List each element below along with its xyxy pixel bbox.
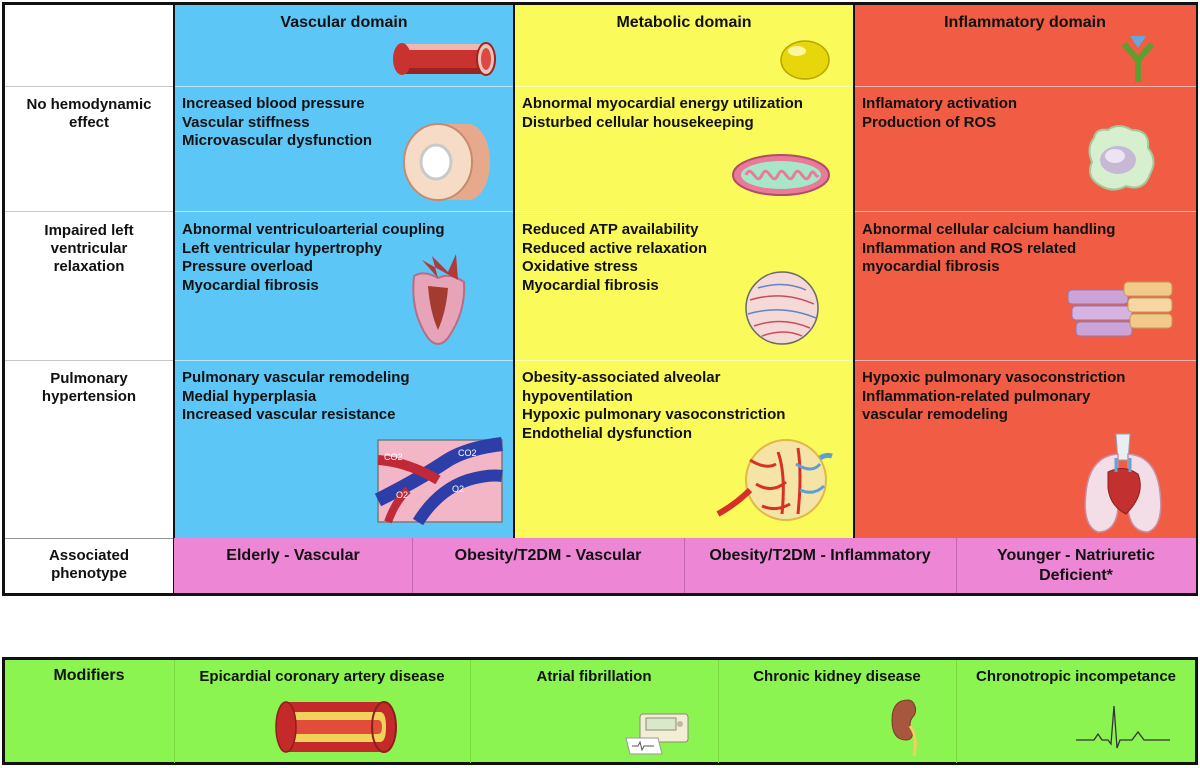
- cell-metabolic-impaired-relaxation: Reduced ATP availability Reduced active …: [522, 221, 708, 294]
- phenotype-divider: [684, 538, 685, 593]
- co2-label-right: CO2: [458, 448, 477, 458]
- modifier-divider: [718, 660, 719, 763]
- cell-vascular-no-hemodynamic: Increased blood pressure Vascular stiffn…: [182, 95, 373, 149]
- lipid-droplet-icon: [780, 40, 830, 80]
- row-divider: [174, 360, 1196, 361]
- modifier-chronotropic-incompetance: Chronotropic incompetance: [975, 668, 1177, 685]
- phenotype-younger-natriuretic: Younger - Natriuretic Deficient*: [997, 547, 1155, 584]
- modifiers-title: Modifiers: [53, 667, 125, 684]
- row-label-associated-phenotype: Associated phenotype: [48, 547, 130, 582]
- row-divider: [5, 86, 174, 87]
- ecg-machine-icon: [625, 713, 689, 755]
- phenotype-divider: [956, 538, 957, 593]
- phenotype-bar: [174, 538, 1196, 593]
- heart-ventricle-icon: [412, 254, 466, 345]
- cell-inflammatory-impaired-relaxation: Abnormal cellular calcium handling Infla…: [862, 221, 1116, 275]
- cell-inflammatory-pulmonary-hypertension: Hypoxic pulmonary vasoconstriction Infla…: [862, 369, 1126, 423]
- cell-vascular-impaired-relaxation: Abnormal ventriculoarterial coupling Lef…: [182, 221, 445, 294]
- capillary-network-icon: [716, 439, 833, 521]
- row-label-pulmonary-hypertension: Pulmonary hypertension: [41, 370, 137, 405]
- atherosclerotic-artery-icon: [275, 701, 397, 753]
- inflammatory-column: [854, 5, 1196, 538]
- cardiomyocyte-fibers-icon: [1067, 281, 1173, 337]
- o2-label-left: O2: [396, 490, 408, 500]
- row-divider: [5, 360, 174, 361]
- phenotype-obesity-inflammatory: Obesity/T2DM - Inflammatory: [709, 547, 931, 564]
- cell-vascular-pulmonary-hypertension: Pulmonary vascular remodeling Medial hyp…: [182, 369, 410, 423]
- metabolic-domain-title: Metabolic domain: [616, 14, 752, 31]
- phenotype-divider: [412, 538, 413, 593]
- row-divider: [174, 86, 1196, 87]
- row-label-no-hemodynamic-effect: No hemodynamic effect: [26, 96, 152, 131]
- modifier-coronary-artery-disease: Epicardial coronary artery disease: [199, 668, 445, 685]
- blood-vessel-icon: [393, 42, 496, 76]
- lungs-heart-icon: [1084, 433, 1162, 533]
- column-divider: [513, 5, 515, 538]
- modifier-divider: [470, 660, 471, 763]
- row-divider: [174, 211, 1196, 212]
- phenotype-elderly-vascular: Elderly - Vascular: [226, 547, 360, 564]
- inflammatory-domain-title: Inflammatory domain: [944, 14, 1106, 31]
- co2-label-left: CO2: [384, 452, 403, 462]
- row-divider: [5, 538, 174, 539]
- phenotype-obesity-vascular: Obesity/T2DM - Vascular: [454, 547, 642, 564]
- modifier-divider: [956, 660, 957, 763]
- artery-cross-section-icon: [403, 123, 490, 201]
- row-label-impaired-lv-relaxation: Impaired left ventricular relaxation: [44, 222, 134, 275]
- ecg-trace-icon: [1076, 705, 1170, 749]
- mitochondrion-icon: [732, 154, 830, 196]
- column-divider: [853, 5, 855, 538]
- row-divider: [5, 211, 174, 212]
- modifier-chronic-kidney-disease: Chronic kidney disease: [753, 668, 921, 685]
- macrophage-icon: [1088, 125, 1155, 191]
- cell-metabolic-pulmonary-hypertension: Obesity-associated alveolar hypoventilat…: [522, 369, 786, 442]
- cell-metabolic-no-hemodynamic: Abnormal myocardial energy utilization D…: [522, 95, 803, 131]
- kidney-icon: [891, 699, 917, 757]
- myocardial-tissue-icon: [745, 271, 819, 345]
- vascular-domain-title: Vascular domain: [280, 14, 408, 31]
- o2-label-right: O2: [452, 484, 464, 494]
- modifier-divider: [174, 660, 175, 763]
- column-divider: [173, 5, 175, 593]
- modifier-atrial-fibrillation: Atrial fibrillation: [536, 668, 652, 685]
- cell-inflammatory-no-hemodynamic: Inflamatory activation Production of ROS: [862, 95, 1018, 131]
- pulmonary-vessels-icon: CO2 CO2 O2 O2: [374, 437, 503, 526]
- antibody-icon: [1121, 36, 1155, 82]
- modifiers-panel: [2, 657, 1198, 765]
